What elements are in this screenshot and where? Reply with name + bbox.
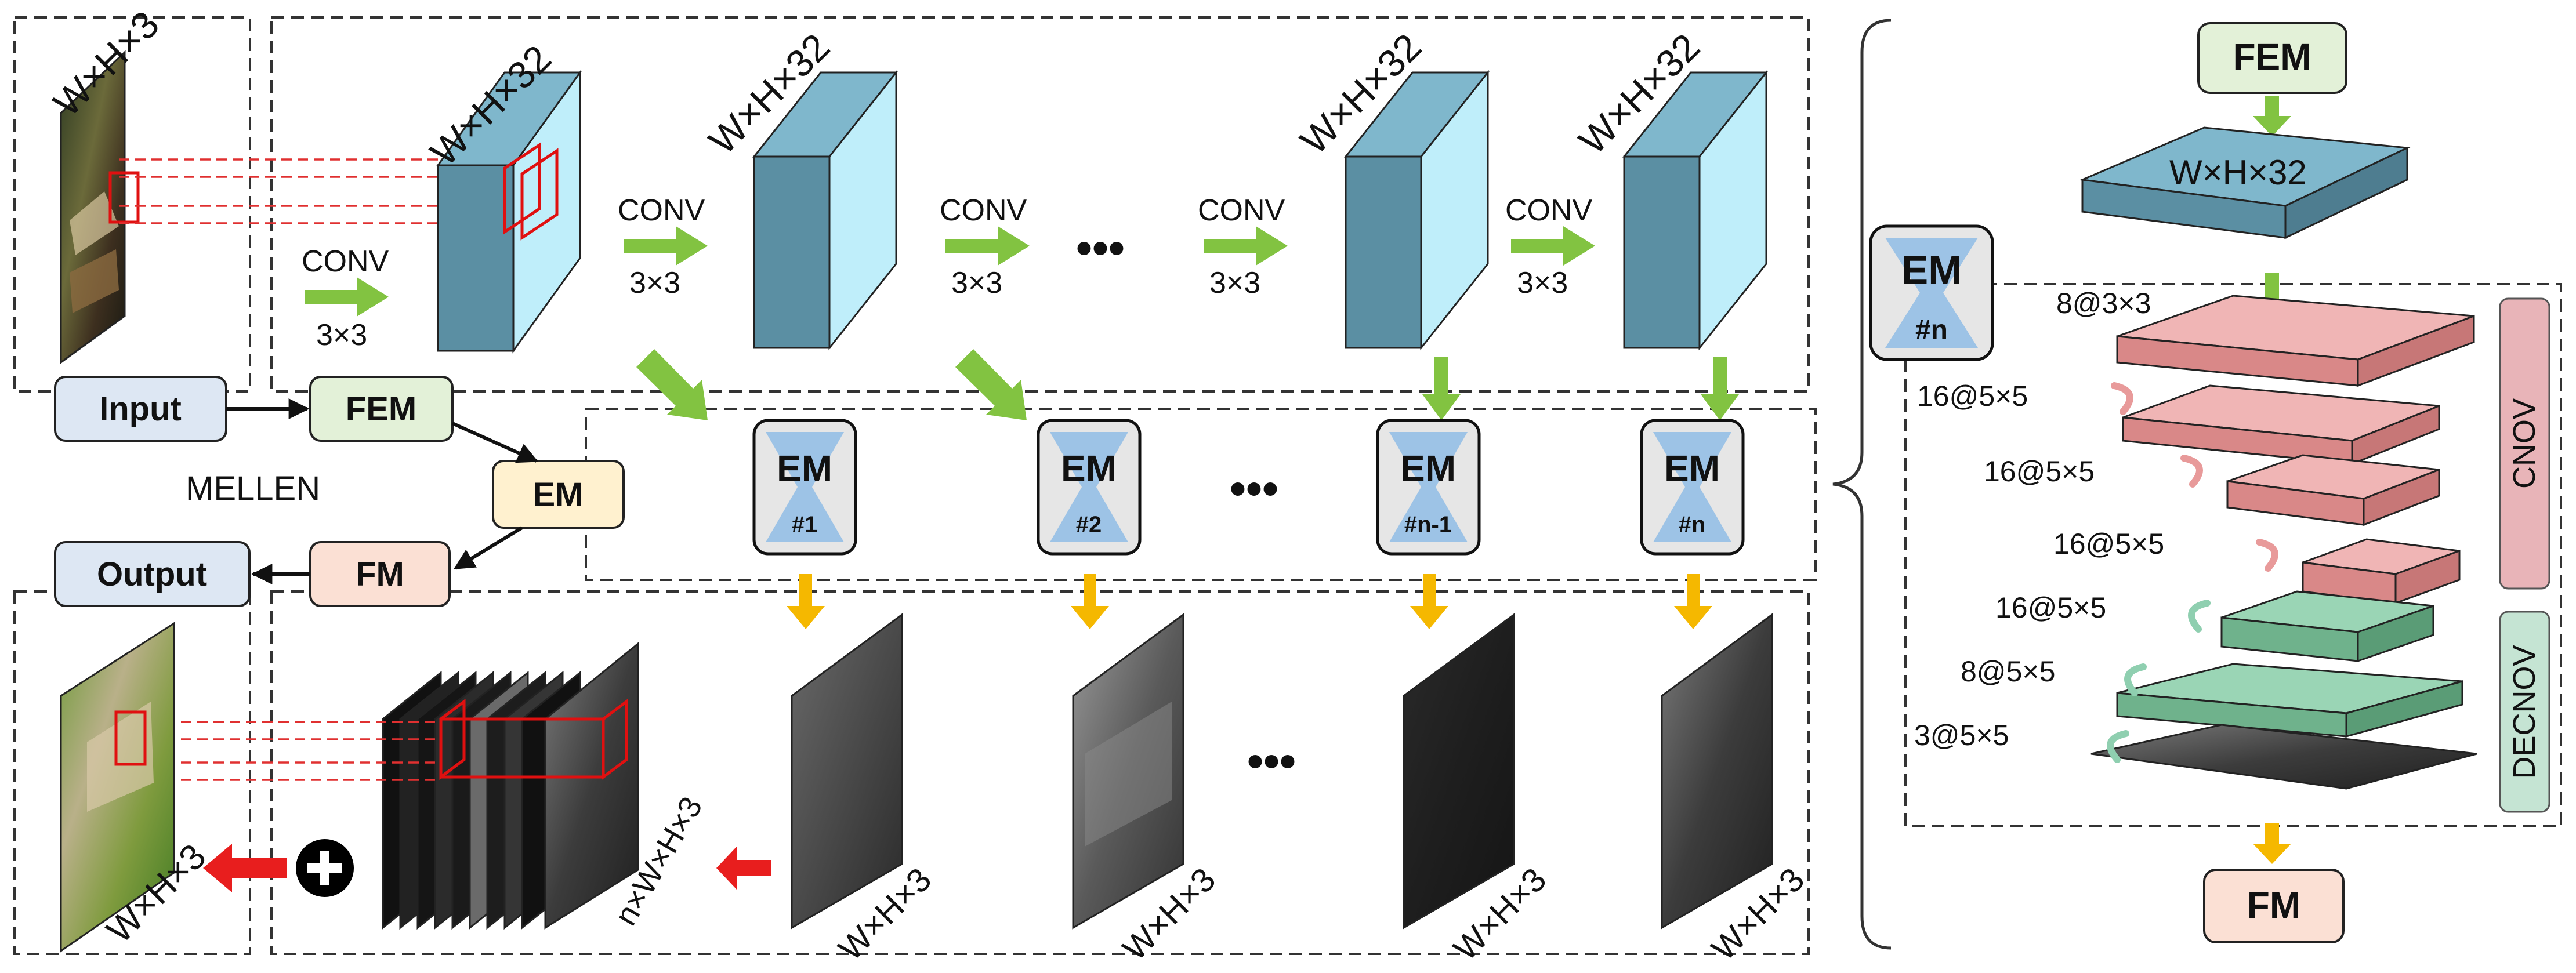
fem-box-label: FEM: [346, 390, 416, 428]
fm-box-label: FM: [356, 556, 404, 593]
detail-em-index: #n: [1915, 315, 1948, 346]
em-box: [492, 460, 625, 529]
conv-kernel-1: 3×3: [316, 318, 367, 352]
conv-arrow-1: [305, 277, 389, 317]
detail-em-icon: [1869, 224, 1994, 361]
output-box: [54, 541, 251, 607]
feature-block-3: [1343, 70, 1490, 351]
em-output-image-3: [1403, 613, 1515, 930]
ellipsis-bottom: •••: [1247, 735, 1296, 787]
decnov-label: DECNOV: [2507, 645, 2542, 779]
em-block-1: [752, 419, 857, 556]
detail-fm-label: FM: [2247, 884, 2300, 926]
em-frame: [585, 408, 1817, 581]
em-output-image-2: [1072, 613, 1184, 930]
em-block-4-name: EM: [1664, 448, 1720, 489]
detail-fem-box: [2197, 22, 2347, 94]
em-block-4: [1640, 419, 1745, 556]
encoder-curl-arrows: [2111, 382, 2278, 572]
layer-spec-7: 3@5×5: [1914, 719, 2009, 751]
feed-arrows: [636, 349, 1739, 420]
em-detail-frame: [1904, 283, 2562, 827]
input-box-label: Input: [99, 390, 182, 428]
feature-frame: [270, 16, 1810, 393]
em-block-2: [1037, 419, 1142, 556]
conv-kernel-5: 3×3: [1517, 266, 1568, 300]
mellen-caption: MELLEN: [186, 470, 320, 507]
conv-arrow-2: [624, 226, 708, 266]
conv-kernel-3: 3×3: [951, 266, 1002, 300]
layer-spec-6: 8@5×5: [1961, 655, 2055, 688]
stacked-outputs: [382, 641, 639, 930]
encoder-layers: [2116, 295, 2475, 605]
decnov-bar: [2499, 611, 2550, 813]
em-block-2-index: #2: [1076, 512, 1102, 538]
em-block-3-name: EM: [1400, 448, 1456, 489]
detail-arrow-fm: [2253, 823, 2291, 864]
detail-brace: [1832, 19, 1892, 950]
em-block-1-name: EM: [777, 448, 832, 489]
input-image: [60, 50, 140, 364]
cnov-label: CNOV: [2507, 398, 2542, 489]
detail-fm-box: [2203, 869, 2345, 943]
conv-label-4: CONV: [1198, 194, 1285, 227]
output-frame: [13, 590, 251, 955]
detail-fem-label: FEM: [2233, 36, 2311, 78]
em-block-3-index: #n-1: [1404, 512, 1452, 538]
plus-icon: [296, 839, 354, 897]
conv-kernel-4: 3×3: [1209, 266, 1260, 300]
input-frame: [13, 16, 251, 393]
em-block-4-index: #n: [1679, 512, 1706, 538]
em-block-1-index: #1: [792, 512, 818, 538]
layer-spec-3: 16@5×5: [1984, 455, 2095, 488]
conv-label-1: CONV: [302, 245, 389, 278]
layer-spec-2: 16@5×5: [1917, 380, 2028, 412]
decoder-layers: [2090, 590, 2477, 790]
layer-spec-5: 16@5×5: [1995, 591, 2106, 624]
conv-kernel-2: 3×3: [629, 266, 680, 300]
red-arrow-stack: [716, 847, 771, 890]
conv-arrow-4: [1204, 226, 1288, 266]
flow-arrows: [226, 398, 539, 584]
conv-arrow-5: [1511, 226, 1595, 266]
output-image: [60, 622, 175, 953]
detail-arrow-fem: [2253, 96, 2291, 136]
layer-spec-4: 16@5×5: [2053, 528, 2164, 560]
em-output-image-1: [791, 613, 903, 930]
conv-label-2: CONV: [618, 194, 705, 227]
detail-em-name: EM: [1901, 248, 1962, 293]
stack-highlight: [439, 699, 628, 780]
feature-block-4: [1622, 70, 1769, 351]
ellipsis-middle: •••: [1230, 463, 1278, 514]
fusion-frame: [270, 590, 1810, 955]
layer-spec-1: 8@3×3: [2056, 287, 2151, 320]
output-box-label: Output: [97, 556, 207, 593]
fem-box: [309, 376, 454, 442]
decoder-curl-arrows: [2107, 600, 2211, 763]
conv-label-5: CONV: [1505, 194, 1593, 227]
detail-feature-dim: W×H×32: [2169, 153, 2307, 192]
conv-label-3: CONV: [940, 194, 1027, 227]
detail-feature-slab: [2079, 126, 2411, 239]
em-box-label: EM: [533, 476, 584, 514]
em-block-3: [1376, 419, 1481, 556]
em-output-arrows: [787, 574, 1712, 629]
cnov-bar: [2499, 297, 2550, 590]
ellipsis-top: •••: [1076, 222, 1125, 274]
em-block-2-name: EM: [1061, 448, 1117, 489]
conv-arrow-3: [945, 226, 1030, 266]
em-output-image-4: [1661, 613, 1773, 930]
feature-block-2: [752, 70, 898, 351]
red-arrow-output: [203, 844, 287, 892]
feature-block-1: [436, 70, 582, 354]
